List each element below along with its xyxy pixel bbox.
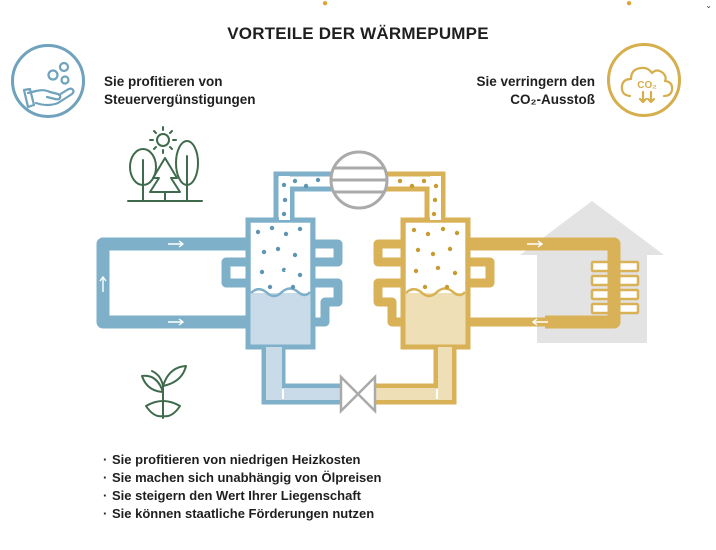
refrigerant-dots-warm [397, 178, 460, 290]
benefit-co2-line1: Sie verringern den [476, 74, 595, 89]
list-item: Sie profitieren von niedrigen Heizkosten [103, 451, 381, 469]
evaporator-tank [245, 171, 343, 405]
co2-cloud-icon: CO₂ [607, 43, 681, 117]
benefit-co2-line2: CO₂-Ausstoß [510, 92, 595, 107]
flow-arrows [99, 240, 548, 326]
sprout-icon [141, 365, 187, 419]
hand-coins-icon [11, 44, 85, 118]
benefit-tax-text: Sie profitieren von Steuervergünstigunge… [104, 73, 256, 109]
expansion-valve-icon [339, 373, 377, 415]
refrigerant-dots-cold [255, 177, 321, 290]
co2-badge: CO₂ [637, 80, 656, 91]
list-item: Sie machen sich unabhängig von Ölpreisen [103, 469, 381, 487]
benefit-tax-line1: Sie profitieren von [104, 74, 223, 89]
benefit-co2-text: Sie verringern den CO₂-Ausstoß [476, 73, 595, 109]
list-item: Sie können staatliche Förderungen nutzen [103, 505, 381, 523]
edge-mark-right: ● [626, 0, 633, 9]
list-item: Sie steigern den Wert Ihrer Liegenschaft [103, 487, 381, 505]
benefit-list: Sie profitieren von niedrigen Heizkosten… [103, 451, 381, 523]
condenser-tank [373, 171, 471, 405]
edge-mark-left: ● [322, 0, 329, 9]
compressor-icon [329, 150, 389, 210]
benefit-tax-line2: Steuervergünstigungen [104, 92, 256, 107]
tree-sun-icon [127, 126, 203, 202]
page-title: VORTEILE DER WÄRMEPUMPE [227, 24, 489, 43]
chevron-down-icon: ⌄ [705, 1, 712, 10]
